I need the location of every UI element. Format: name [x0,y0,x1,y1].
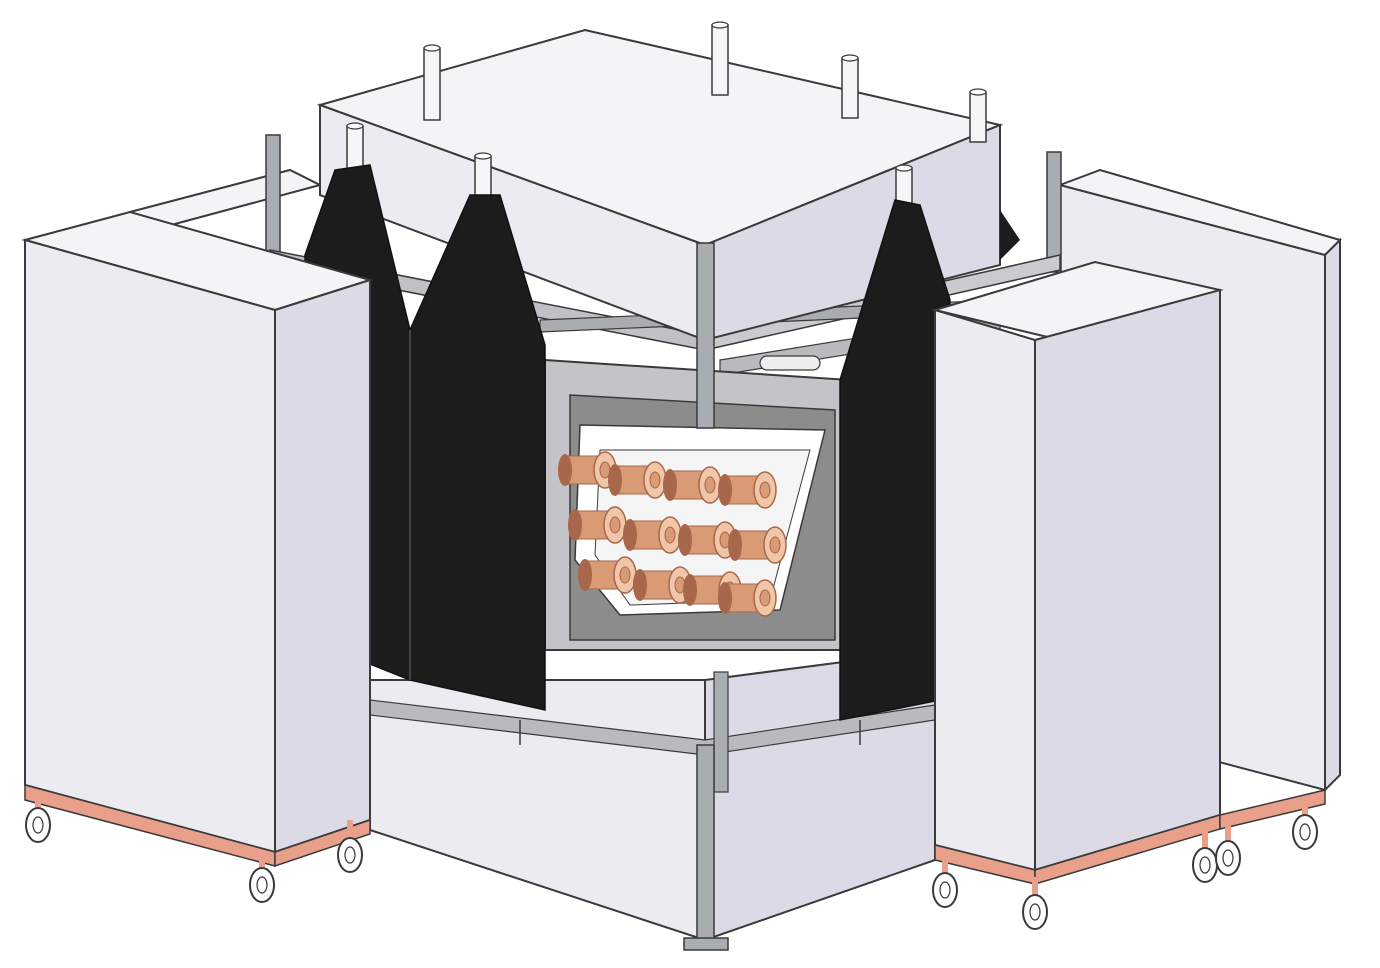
caster-wheel-icon [932,855,958,908]
frame-post-back-left [265,134,281,266]
cylinder-icon [558,451,617,489]
absorber-small-right [1000,210,1020,260]
cylinder-icon [623,516,682,554]
cylinder-icon [678,521,737,559]
pipe-icon [841,54,859,119]
caster-wheel-icon [249,850,275,903]
cylinder-icon [718,579,777,617]
pipe-icon [474,152,492,202]
cylinder-icon [578,556,637,594]
cylinder-icon [663,466,722,504]
frame-post-back-right [1046,151,1062,273]
caster-wheel-icon [1022,877,1048,930]
cylinder-bundle [558,451,787,617]
caster-wheel-icon [25,790,51,843]
pipe-icon [346,122,364,177]
caster-wheel-icon [1292,797,1318,850]
cylinder-icon [608,461,667,499]
right-shield-door [931,260,1326,886]
top-pipes [346,21,987,209]
pipe-icon [423,44,441,121]
pipe-icon [711,21,729,96]
central-chamber [544,358,851,651]
pipe-icon [969,88,987,143]
pipe-icon [895,164,913,209]
top-cover [316,28,1004,342]
caster-wheels [25,790,1318,930]
cylinder-icon [728,526,787,564]
absorber-middle [409,194,546,711]
left-shield-door [21,210,374,868]
caster-wheel-icon [337,820,363,873]
cylinder-icon [568,506,627,544]
caster-wheel-icon [1215,823,1241,876]
cylinder-icon [718,471,777,509]
frame-post-center [683,242,729,951]
cylinder-icon [633,566,692,604]
caster-wheel-icon [1192,830,1218,883]
